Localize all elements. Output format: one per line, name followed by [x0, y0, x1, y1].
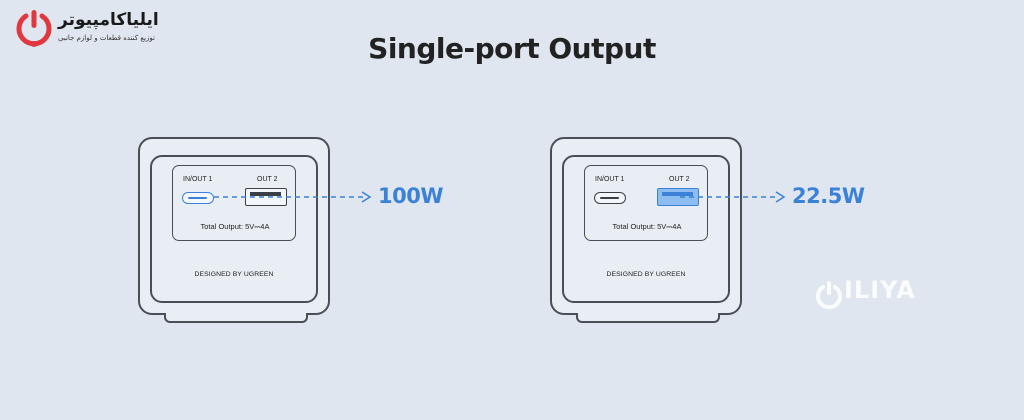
- port2-label: OUT 2: [669, 176, 690, 183]
- device-front-panel: IN/OUT 1 OUT 2 Total Output: 5V⎓4A DESIG…: [562, 155, 730, 303]
- device-front-panel: IN/OUT 1 OUT 2 Total Output: 5V⎓4A DESIG…: [150, 155, 318, 303]
- device-base: [164, 313, 308, 323]
- total-output-text: Total Output: 5V⎓4A: [200, 222, 270, 231]
- designed-by-text: DESIGNED BY UGREEN: [194, 271, 274, 278]
- usb-c-port-icon: [594, 192, 626, 204]
- brand-tagline: توزیع کننده قطعات و لوازم جانبی: [58, 34, 155, 42]
- brand-watermark: ILIYA: [814, 276, 938, 318]
- output-watt-right: 22.5W: [792, 184, 865, 208]
- usb-c-port-icon: [182, 192, 214, 204]
- port1-label: IN/OUT 1: [595, 176, 625, 183]
- output-watt-left: 100W: [378, 184, 444, 208]
- page-title: Single-port Output: [368, 32, 656, 65]
- device-base: [576, 313, 720, 323]
- watermark-text: ILIYA: [844, 276, 916, 304]
- charger-device-right: IN/OUT 1 OUT 2 Total Output: 5V⎓4A DESIG…: [550, 137, 746, 327]
- power-watermark-icon: [816, 281, 842, 310]
- port2-label: OUT 2: [257, 176, 278, 183]
- total-output-text: Total Output: 5V⎓4A: [612, 222, 682, 231]
- output-arrow-icon: [214, 191, 372, 203]
- brand-name: ایلیاکامپیوتر: [58, 10, 159, 30]
- designed-by-text: DESIGNED BY UGREEN: [606, 271, 686, 278]
- charger-device-left: IN/OUT 1 OUT 2 Total Output: 5V⎓4A DESIG…: [138, 137, 334, 327]
- device-body: [550, 137, 742, 315]
- port-panel: IN/OUT 1 OUT 2 Total Output: 5V⎓4A: [584, 165, 708, 241]
- usb-a-port-icon: [657, 188, 699, 206]
- output-arrow-icon: [680, 191, 786, 203]
- power-logo-icon: [16, 10, 52, 47]
- port-panel: IN/OUT 1 OUT 2 Total Output: 5V⎓4A: [172, 165, 296, 241]
- brand-logo: ایلیاکامپیوتر توزیع کننده قطعات و لوازم …: [10, 6, 160, 54]
- port1-label: IN/OUT 1: [183, 176, 213, 183]
